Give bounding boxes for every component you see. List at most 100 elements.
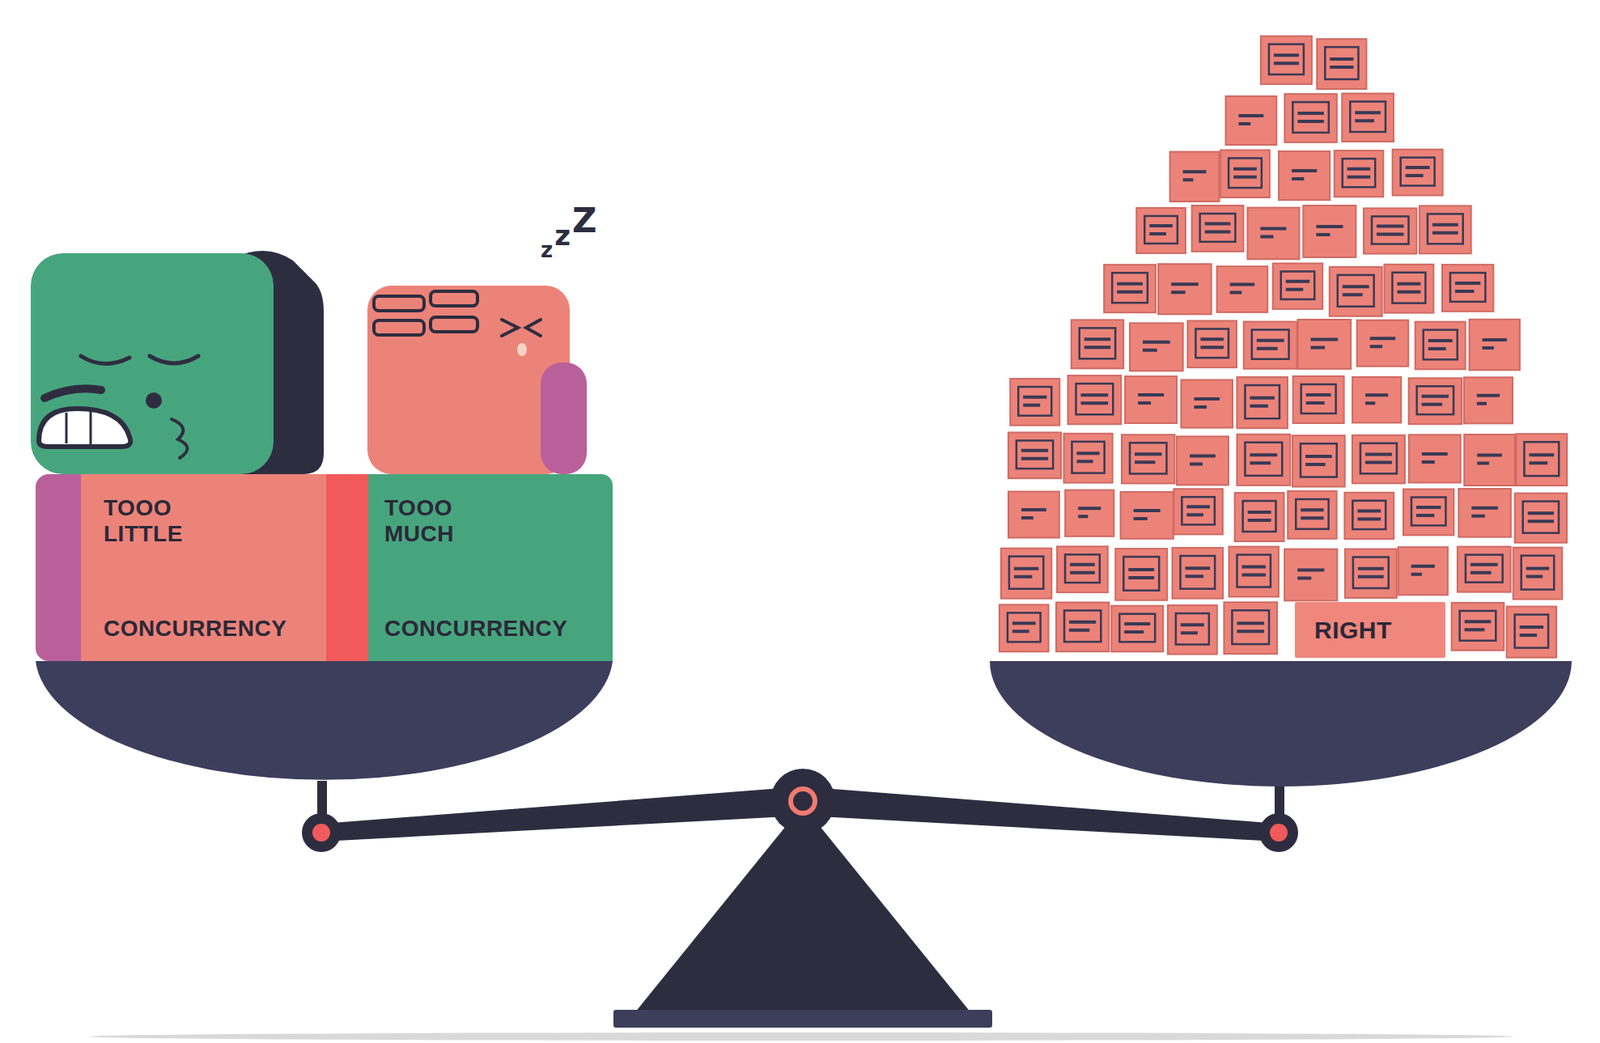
task-card [1451,602,1505,651]
task-box [1409,377,1462,425]
task-lines [1236,623,1265,632]
task-card [1341,93,1394,142]
task-lines [1358,568,1384,578]
sleep-letter: Z [572,203,597,238]
task-frame [1128,500,1166,530]
task-frame [1237,555,1271,588]
task-frame [1231,610,1269,645]
task-card [1329,267,1383,317]
task-card [1225,96,1277,145]
box-subtitle: CONCURRENCY [384,615,605,642]
task-frame [1371,216,1409,244]
closed-eye [80,356,130,365]
task-frame [1244,442,1282,476]
task-frame [1352,500,1386,530]
task-frame [1465,555,1503,583]
right-pan [989,661,1572,787]
task-card [1442,264,1494,312]
sleep-letter: z [554,221,571,250]
pivot-dot [312,823,331,842]
task-card [1458,488,1511,538]
scale-stand [634,805,972,1014]
task-card [1008,432,1062,479]
task-box [1124,376,1177,424]
task-frame [1295,499,1329,530]
task-frame [1417,442,1453,473]
pivot [1259,813,1299,853]
task-card [1247,207,1299,260]
task-lines [1306,394,1332,404]
task-frame [1472,442,1507,476]
task-card [1111,606,1163,653]
squint-eye [501,319,518,336]
task-frame [1018,386,1052,416]
task-box [1278,151,1330,200]
task-lines [1315,226,1343,235]
center-ring [790,789,815,814]
center-pivot [770,768,836,834]
task-lines [1012,623,1036,632]
left-pan [35,661,613,781]
task-box [1260,36,1312,85]
grumpy-character [30,250,324,475]
task-box [1284,93,1337,143]
task-card [1298,319,1352,370]
task-lines [1464,621,1492,630]
task-frame [1392,272,1426,304]
task-frame [1225,274,1261,303]
task-card [1056,602,1109,652]
task-box [1316,38,1367,90]
task-card [1284,93,1337,143]
task-lines [1014,568,1039,578]
task-card [1464,434,1516,486]
task-card [1392,149,1443,196]
task-box [1158,263,1212,315]
task-box [1136,207,1186,254]
task-lines [1297,113,1324,122]
task-card [1103,264,1156,313]
task-box [1451,602,1505,651]
task-box [1457,547,1511,593]
sleep-letter: z [540,239,553,261]
task-lines [1471,508,1499,517]
sleepy-character [367,285,587,475]
stripe [373,296,425,311]
task-card [1121,434,1175,484]
task-frame [1181,496,1214,525]
box-subtitle: CONCURRENCY [103,615,319,642]
task-frame [1111,272,1148,303]
task-box [1115,548,1168,601]
task-card [1236,434,1291,486]
task-lines [1124,623,1151,633]
task-lines [1233,169,1257,178]
task-frame [1360,385,1393,413]
task-card [1220,149,1270,198]
task-box [1357,320,1410,367]
task-card [1316,38,1367,90]
teeth [66,411,91,446]
task-box [1302,205,1356,258]
mouth [38,408,131,447]
task-frame [1472,385,1505,414]
task-card [1170,152,1220,202]
task-card [1419,205,1472,254]
task-lines [1519,627,1544,636]
task-lines [1200,339,1224,348]
task-card [1158,263,1212,315]
task-card [1302,205,1356,258]
task-frame [1515,615,1549,649]
task-card [1056,546,1108,593]
task-card [1344,492,1394,539]
task-frame [1076,383,1114,415]
task-box [1292,435,1346,487]
task-frame [1255,216,1291,251]
task-frame [1200,213,1236,242]
task-lines [1370,338,1397,347]
stripe [430,317,478,332]
task-card [1409,377,1462,425]
task-lines [1482,339,1507,349]
task-box [1273,263,1323,309]
task-card [1236,377,1288,429]
task-box [1464,377,1513,424]
